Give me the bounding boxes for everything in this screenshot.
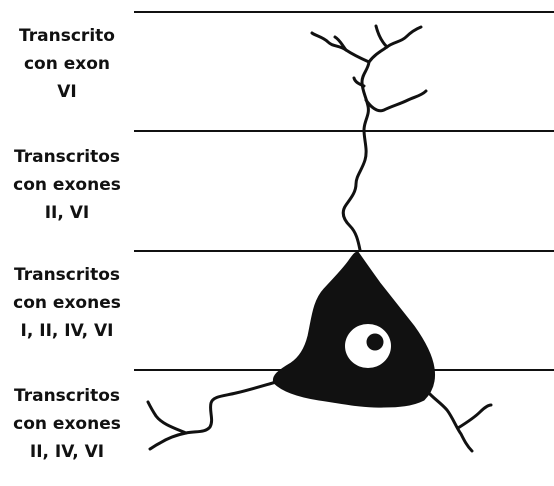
- branch-middle: [366, 91, 426, 111]
- branch-top-left: [312, 33, 369, 62]
- apical-dendrite: [312, 26, 426, 250]
- basal-dendrite-left-twig: [148, 402, 186, 433]
- basal-dendrite-right-twig: [458, 405, 491, 428]
- nucleolus: [367, 334, 384, 351]
- basal-dendrite-left: [150, 382, 276, 449]
- branch-top-right-twig: [376, 26, 387, 47]
- apical-trunk: [343, 62, 369, 250]
